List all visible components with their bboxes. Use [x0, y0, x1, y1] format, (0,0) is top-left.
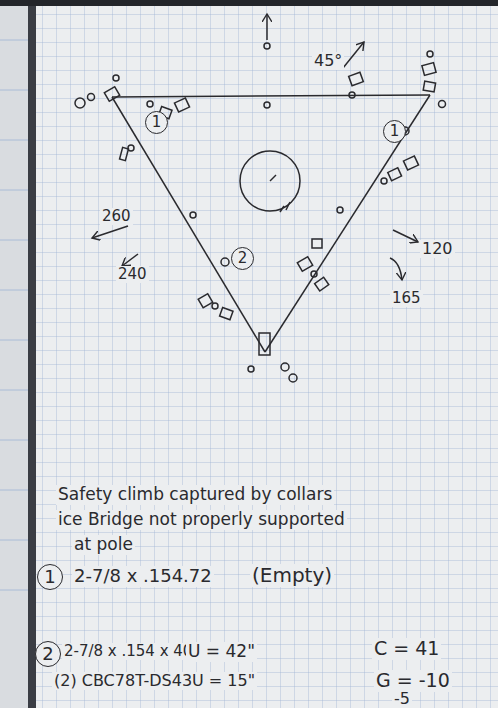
handwritten-note: 45° — [312, 52, 344, 70]
handwritten-note: -5 — [392, 690, 412, 708]
handwritten-note: 2-7/8 x .154 x 40 — [62, 643, 194, 660]
circled-number: 2 — [231, 247, 254, 270]
callout-number: 1 — [390, 124, 400, 139]
handwritten-note: ice Bridge not properly supported — [56, 510, 347, 530]
handwritten-note: 2-7/8 x .154.72 — [72, 566, 214, 587]
handwritten-note: 240 — [116, 266, 149, 283]
handwritten-note: at pole — [72, 535, 135, 555]
callout-number: 2 — [42, 645, 53, 663]
handwritten-note: 165 — [390, 290, 423, 307]
handwritten-note: (Empty) — [250, 564, 334, 587]
callout-number: 1 — [152, 115, 162, 130]
circled-number: 1 — [37, 564, 63, 590]
handwritten-note: Safety climb captured by collars — [56, 485, 334, 505]
circled-number: 1 — [383, 120, 406, 143]
circled-number: 1 — [145, 111, 168, 134]
handwritten-note: G = -10 — [374, 670, 452, 692]
handwritten-note: 120 — [420, 240, 455, 258]
handwritten-note: U = 42" — [186, 642, 257, 662]
handwritten-note: 260 — [100, 208, 133, 225]
handwritten-note: (2) CBC78T-DS43U = 15" — [52, 672, 257, 690]
callout-number: 2 — [238, 251, 248, 266]
handwritten-note: C = 41 — [372, 638, 441, 660]
callout-number: 1 — [44, 568, 55, 586]
circled-number: 2 — [35, 641, 61, 667]
